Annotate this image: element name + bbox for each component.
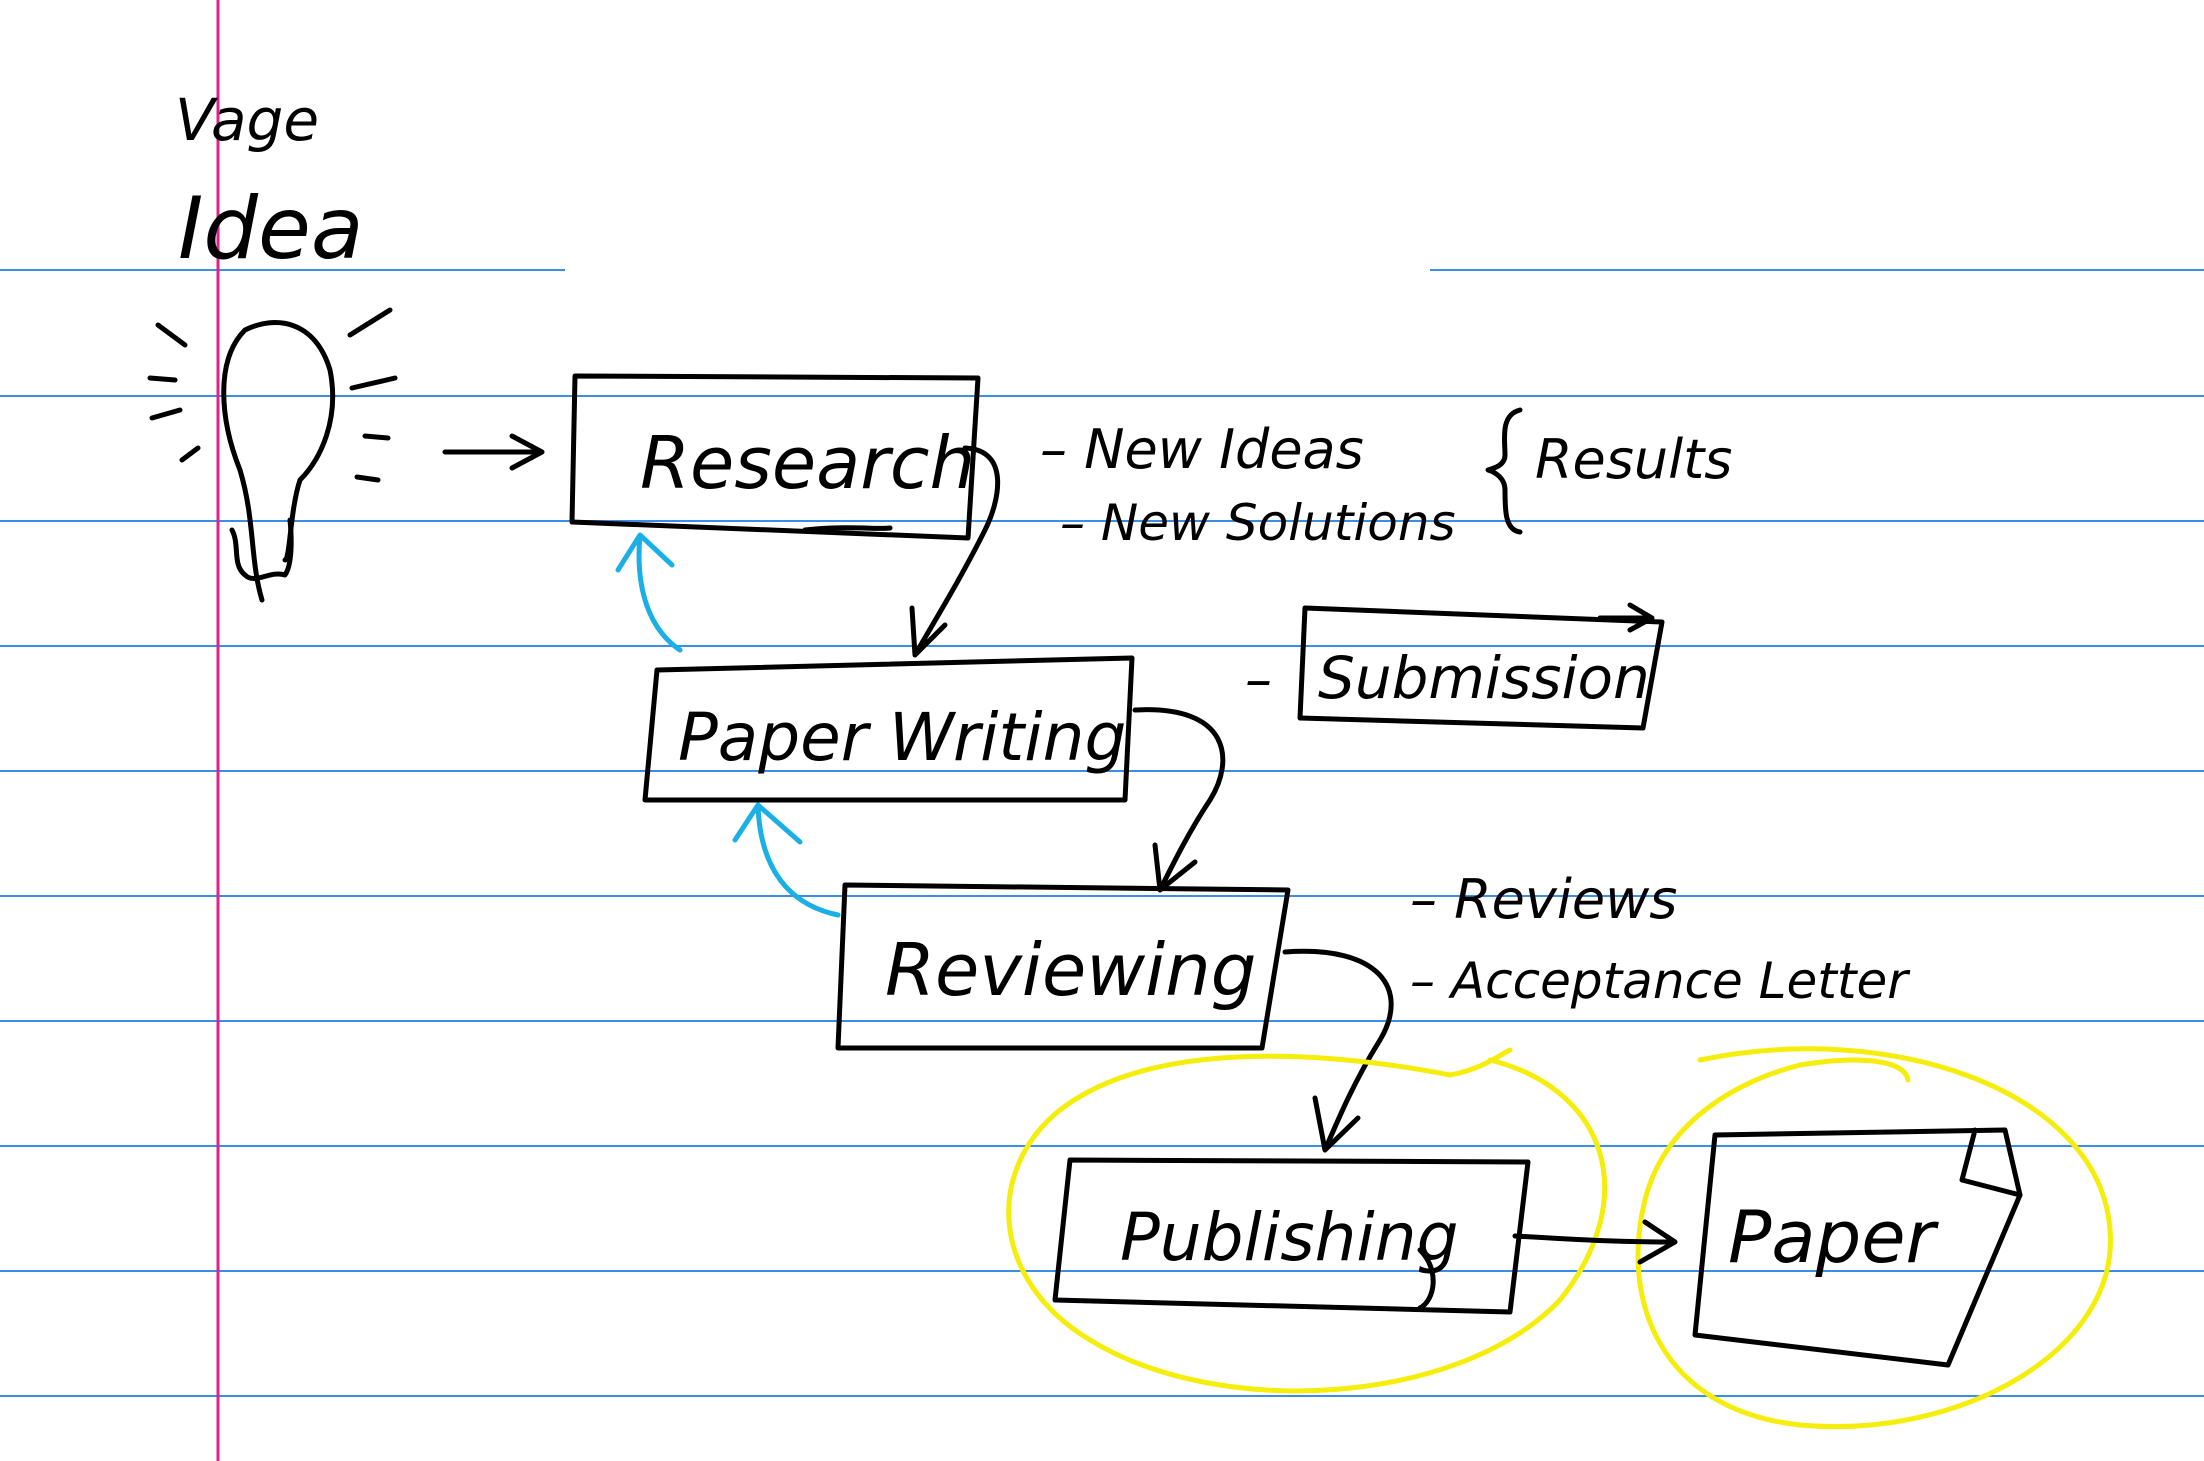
- publishing-label: Publishing: [1120, 1199, 1458, 1276]
- submission-dash: –: [1245, 648, 1272, 711]
- submission-box: Submission: [1297, 602, 1665, 731]
- paper-label: Paper: [1728, 1195, 1940, 1279]
- research-to-writing-arrow: [909, 445, 1001, 658]
- research-box: Research: [569, 373, 981, 541]
- publishing-to-paper-arrow: [1512, 1219, 1678, 1265]
- publishing-box: Publishing: [1052, 1157, 1531, 1315]
- ruled-lines: [0, 269, 2204, 1397]
- note-new-ideas: – New Ideas: [1040, 418, 1364, 481]
- idea-to-research-arrow: [442, 433, 545, 471]
- lightbulb-icon: [147, 307, 398, 603]
- note-results: Results: [1535, 428, 1732, 491]
- writing-to-reviewing-arrow: [1132, 707, 1226, 893]
- writing-to-research-feedback-arrow: [615, 532, 683, 653]
- reviewing-to-writing-feedback-arrow: [732, 802, 841, 918]
- note-new-solutions: – New Solutions: [1060, 494, 1456, 552]
- results-brace: [1485, 407, 1523, 535]
- reviewing-to-publishing-arrow: [1282, 948, 1394, 1153]
- reviewing-box: Reviewing: [835, 882, 1291, 1051]
- idea-label-large: Idea: [178, 179, 364, 279]
- paper-document: Paper: [1692, 1127, 2023, 1368]
- note-acceptance-letter: – Acceptance Letter: [1410, 952, 1911, 1010]
- paper-highlight-circle: [1635, 1046, 2113, 1430]
- paper-writing-box: Paper Writing: [642, 655, 1135, 803]
- submission-label: Submission: [1318, 644, 1650, 712]
- idea-label-small: Vage: [175, 86, 319, 154]
- paper-writing-label: Paper Writing: [678, 699, 1126, 776]
- note-reviews: – Reviews: [1410, 868, 1677, 931]
- reviewing-label: Reviewing: [885, 928, 1256, 1012]
- research-label: Research: [640, 421, 975, 505]
